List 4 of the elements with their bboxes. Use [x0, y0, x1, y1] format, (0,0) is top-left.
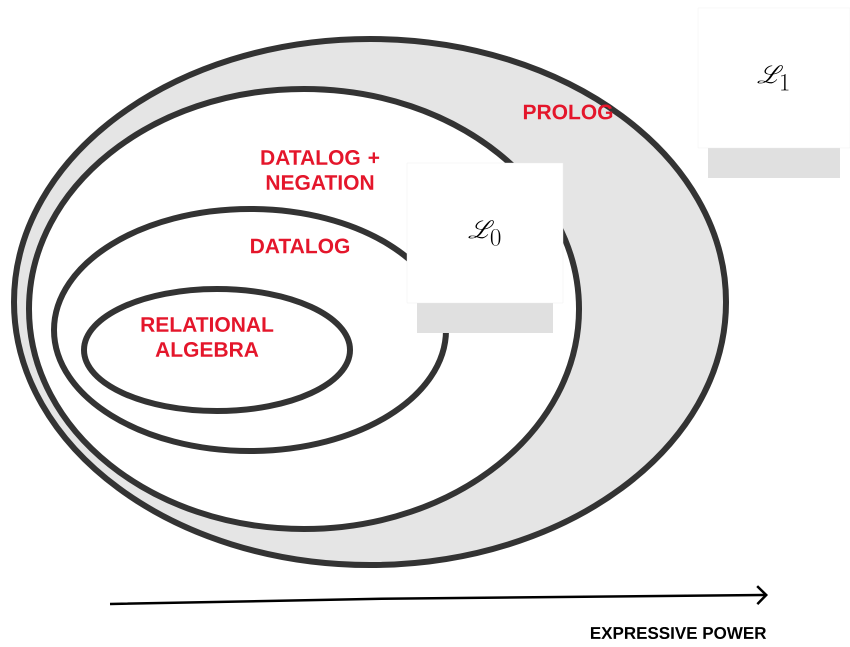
axis-label: EXPRESSIVE POWER [590, 626, 766, 640]
formula-card: $\mathscr{L}_0$ [406, 162, 564, 333]
ellipse-region: RELATIONAL ALGEBRA [81, 286, 353, 414]
formula-card: $\mathscr{L}_1$ [698, 8, 850, 178]
